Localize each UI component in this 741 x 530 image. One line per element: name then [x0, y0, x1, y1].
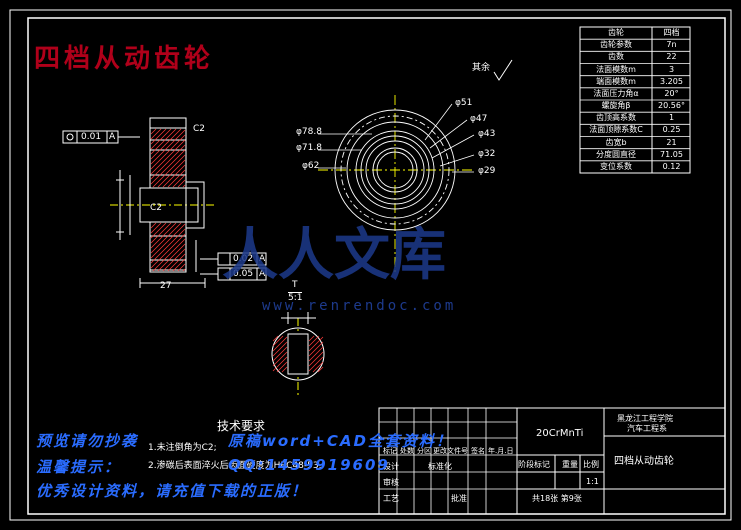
watermark-line3: 优秀设计资料，请充值下载的正版！: [36, 482, 309, 500]
tol-value-3: 0.05: [233, 269, 254, 279]
param-value-5: 20°: [664, 88, 679, 98]
param-name-7: 齿顶高系数: [596, 113, 636, 123]
section-label: T: [292, 280, 298, 290]
approved-label: 批准: [451, 494, 467, 503]
zone-label: 分区: [417, 447, 431, 455]
school: 黑龙江工程学院: [617, 414, 673, 423]
tol-datum-2: A: [259, 254, 266, 264]
tol-datum-1: A: [109, 132, 116, 142]
outer-border: [9, 9, 732, 521]
dia-label-left-1: φ71.8: [296, 143, 322, 153]
renren-url-watermark: www.renrendoc.com: [262, 298, 457, 314]
weight-label: 重量: [562, 460, 578, 469]
gear-section-view: [110, 117, 215, 288]
scale-value: 1:1: [586, 477, 599, 486]
dia-label-right-0: φ51: [455, 98, 473, 108]
tol-frame-3: [200, 267, 267, 281]
param-name-0: 齿轮: [608, 28, 624, 37]
watermark-line1a: 预览请勿抄袭: [36, 432, 139, 450]
tol-frame-1: [62, 130, 140, 144]
qty-label: 处数: [400, 447, 414, 455]
param-value-3: 3: [668, 64, 675, 74]
section-t-hatch: [272, 335, 324, 373]
section-t-detail: [271, 312, 325, 395]
chamfer-label-mid: C2: [150, 203, 163, 213]
param-name-4: 端面模数m: [596, 76, 636, 86]
dia-label-right-1: φ47: [470, 114, 488, 124]
param-name-1: 齿轮参数: [600, 40, 632, 50]
department: 汽车工程系: [627, 424, 667, 433]
section-hatch: [150, 128, 186, 272]
param-value-7: 1: [668, 113, 675, 123]
scale-label: 比例: [583, 460, 599, 469]
renren-logo-watermark: 人人文库: [222, 222, 446, 288]
tol-value-1: 0.01: [81, 132, 102, 142]
gear-front-view: [318, 95, 472, 275]
param-value-11: 0.12: [662, 161, 681, 171]
dim-27: 27: [160, 281, 172, 291]
param-value-10: 71.05: [660, 149, 683, 159]
title-block: [378, 407, 726, 515]
sign-label: 签名: [471, 447, 485, 455]
material: 20CrMnTi: [536, 428, 584, 439]
change-label: 更改文件号: [433, 447, 468, 455]
param-name-10: 分度圆直径: [596, 149, 636, 159]
param-value-6: 20.56°: [658, 101, 685, 110]
param-name-9: 齿宽b: [605, 137, 627, 147]
tech-req-item-2: 2.渗碳后表面淬火后齿面硬度为HRC48-53.: [148, 461, 322, 471]
param-value-9: 21: [666, 137, 677, 147]
dia-label-left-2: φ62: [302, 161, 320, 171]
chamfer-label-top: C2: [193, 124, 206, 134]
param-name-3: 法面模数m: [596, 64, 636, 74]
param-name-6: 螺旋角β: [601, 101, 631, 110]
date-label: 年.月.日: [488, 447, 514, 455]
watermark-line1b: 原稿word+CAD全套资料！: [228, 432, 453, 450]
dia-label-right-2: φ43: [478, 129, 496, 139]
tol-frame-2: [200, 252, 267, 266]
process-label: 工艺: [383, 494, 399, 503]
gear-param-table: [579, 26, 691, 174]
review-label: 审核: [383, 478, 399, 487]
watermark-line2a: 温馨提示：: [36, 458, 122, 476]
dia-label-right-4: φ29: [478, 166, 496, 176]
param-name-5: 法面压力角α: [593, 88, 639, 98]
roughness-symbol: [493, 59, 513, 81]
tol-value-2: 0.02: [233, 254, 254, 264]
param-name-2: 齿数: [608, 52, 624, 62]
diameter-leaders: [318, 103, 475, 173]
tech-req-title: 技术要求: [217, 419, 266, 433]
param-name-11: 变位系数: [600, 161, 632, 171]
mark-label: 标记: [383, 447, 397, 455]
stage-label: 阶段标记: [518, 460, 550, 469]
param-name-8: 法面顶隙系数C: [589, 125, 643, 135]
std-label: 标准化: [428, 462, 452, 471]
tol-datum-3: A: [259, 269, 266, 279]
param-value-1: 7n: [666, 40, 677, 50]
title-watermark: 四档从动齿轮: [34, 44, 215, 74]
param-value-0: 四档: [663, 28, 680, 37]
tech-req-item-1: 1.未注倒角为C2;: [148, 443, 217, 453]
watermark-line2b: QQ:1459919609: [228, 456, 390, 474]
param-value-4: 3.205: [660, 76, 683, 86]
sheets: 共18张 第9张: [532, 494, 582, 503]
section-scale: 5:1: [288, 292, 303, 303]
dia-label-left-0: φ78.8: [296, 127, 322, 137]
dia-label-right-3: φ32: [478, 149, 496, 159]
left-dimension-ticks: [116, 170, 197, 272]
inner-border: [27, 17, 726, 515]
designer-label: 设计: [383, 462, 399, 471]
param-value-8: 0.25: [662, 125, 681, 135]
part-name: 四档从动齿轮: [614, 456, 674, 467]
roughness-note: 其余: [472, 63, 491, 73]
param-value-2: 22: [666, 52, 677, 62]
